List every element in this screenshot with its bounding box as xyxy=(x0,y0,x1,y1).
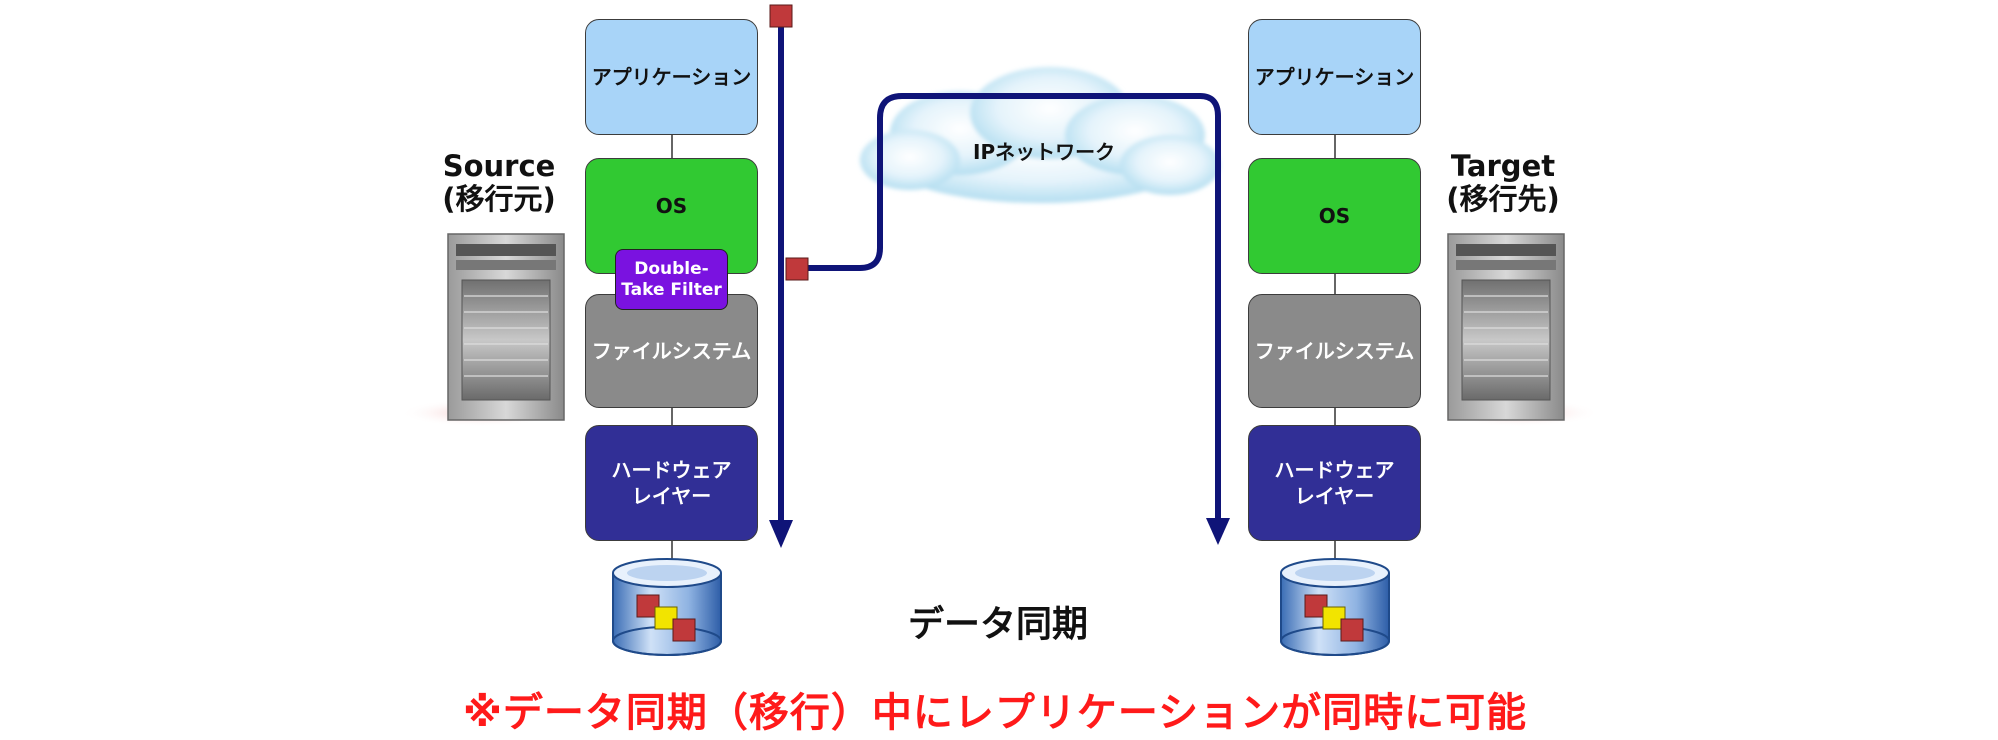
source-server-icon xyxy=(400,233,565,427)
target-application-layer: アプリケーション xyxy=(1248,19,1421,135)
source-filesystem-layer: ファイルシステム xyxy=(585,294,758,408)
source-arrowhead xyxy=(769,520,793,548)
sync-caption: データ同期 xyxy=(908,604,1089,645)
target-hardware-layer: ハードウェア レイヤー xyxy=(1248,425,1421,541)
source-application-layer: アプリケーション xyxy=(585,19,758,135)
double-take-filter: Double- Take Filter xyxy=(615,249,728,310)
filter-capture-marker xyxy=(785,257,809,281)
network-label: IPネットワーク xyxy=(973,140,1116,164)
replication-note: ※データ同期（移行）中にレプリケーションが同時に可能 xyxy=(463,690,1528,736)
top-capture-marker xyxy=(769,4,793,28)
target-database-icon xyxy=(1280,558,1390,656)
target-server-icon xyxy=(1440,233,1600,427)
source-database-icon xyxy=(612,558,722,656)
target-arrowhead xyxy=(1206,518,1230,545)
target-os-layer: OS xyxy=(1248,158,1421,274)
cloud-icon xyxy=(860,67,1220,203)
source-label: Source (移行元) xyxy=(442,149,556,217)
target-filesystem-layer: ファイルシステム xyxy=(1248,294,1421,408)
target-label: Target (移行先) xyxy=(1446,149,1560,217)
source-hardware-layer: ハードウェア レイヤー xyxy=(585,425,758,541)
